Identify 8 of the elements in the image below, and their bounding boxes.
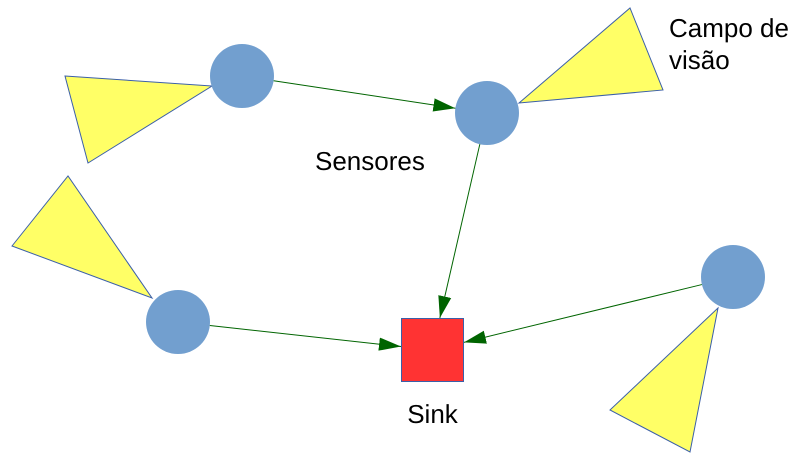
arrow: [464, 284, 702, 344]
arrow: [438, 144, 480, 318]
annotation-text: Sensores: [315, 145, 426, 177]
annotation-text: Campo de visão: [669, 12, 789, 76]
sink-square: [401, 318, 464, 382]
arrow: [273, 80, 456, 112]
arrow: [209, 325, 402, 351]
node-caption: Sink: [406, 398, 459, 430]
